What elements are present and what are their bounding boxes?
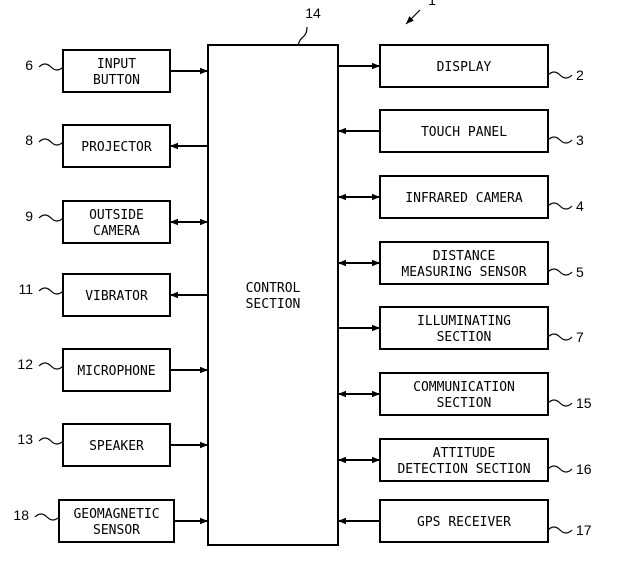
- block-label: SECTION: [437, 330, 492, 345]
- block-label: COMMUNICATION: [413, 380, 515, 395]
- block-display: DISPLAY 2: [338, 44, 584, 88]
- block-label: DETECTION SECTION: [397, 462, 530, 477]
- leader-line: [547, 465, 573, 473]
- block-label: SECTION: [246, 297, 301, 312]
- block-label: GPS RECEIVER: [417, 515, 511, 530]
- block-vibrator: VIBRATOR 11: [18, 273, 208, 317]
- block-gps-receiver: GPS RECEIVER 17: [338, 499, 592, 543]
- leader-line: [38, 437, 64, 445]
- reference-numeral: 17: [576, 522, 592, 538]
- reference-numeral: 13: [17, 431, 33, 447]
- block-speaker: SPEAKER 13: [17, 423, 208, 467]
- figure-reference: 1: [405, 0, 436, 25]
- block-label: GEOMAGNETIC: [73, 507, 159, 522]
- block-label: INPUT: [97, 57, 136, 72]
- leader-line: [547, 399, 573, 407]
- block-label: ATTITUDE: [433, 446, 496, 461]
- leader-line: [38, 63, 64, 71]
- block-label: MICROPHONE: [77, 364, 155, 379]
- leader-line: [38, 287, 64, 295]
- block-label: MEASURING SENSOR: [401, 265, 526, 280]
- block-infrared-camera: INFRARED CAMERA 4: [338, 175, 584, 219]
- reference-numeral: 2: [576, 67, 584, 83]
- block-label: CONTROL: [246, 281, 301, 296]
- block-label: ILLUMINATING: [417, 314, 511, 329]
- block-touch-panel: TOUCH PANEL 3: [338, 109, 584, 153]
- reference-numeral: 18: [13, 507, 29, 523]
- block-label: SECTION: [437, 396, 492, 411]
- reference-numeral: 8: [25, 132, 33, 148]
- reference-numeral: 9: [25, 208, 33, 224]
- block-label: SPEAKER: [89, 439, 144, 454]
- block-label: SENSOR: [93, 523, 140, 538]
- leader-line: [547, 526, 573, 534]
- block-label: TOUCH PANEL: [421, 125, 507, 140]
- reference-numeral: 11: [18, 281, 33, 297]
- reference-numeral: 14: [305, 5, 321, 21]
- reference-numeral: 5: [576, 264, 584, 280]
- leader-line: [547, 71, 573, 79]
- block-label: PROJECTOR: [81, 140, 152, 155]
- block-label: CAMERA: [93, 224, 140, 239]
- reference-numeral: 15: [576, 395, 592, 411]
- block-label: DISTANCE: [433, 249, 496, 264]
- leader-line: [34, 513, 60, 521]
- leader-line: [38, 138, 64, 146]
- reference-numeral: 12: [17, 356, 33, 372]
- leader-line: [547, 136, 573, 144]
- block-label: VIBRATOR: [85, 289, 148, 304]
- leader-line: [297, 26, 308, 46]
- block-label: DISPLAY: [437, 60, 492, 75]
- leader-line: [38, 362, 64, 370]
- reference-numeral: 3: [576, 132, 584, 148]
- leader-line: [547, 333, 573, 341]
- reference-numeral: 6: [25, 57, 33, 73]
- reference-numeral: 7: [576, 329, 584, 345]
- block-microphone: MICROPHONE 12: [17, 348, 208, 392]
- leader-line: [547, 202, 573, 210]
- reference-numeral: 16: [576, 461, 592, 477]
- reference-numeral: 4: [576, 198, 584, 214]
- block-label: INFRARED CAMERA: [405, 191, 523, 206]
- leader-line: [547, 268, 573, 276]
- block-label: BUTTON: [93, 73, 140, 88]
- block-label: OUTSIDE: [89, 208, 144, 223]
- leader-line: [38, 214, 64, 222]
- block-projector: PROJECTOR 8: [25, 124, 208, 168]
- reference-numeral: 1: [428, 0, 436, 8]
